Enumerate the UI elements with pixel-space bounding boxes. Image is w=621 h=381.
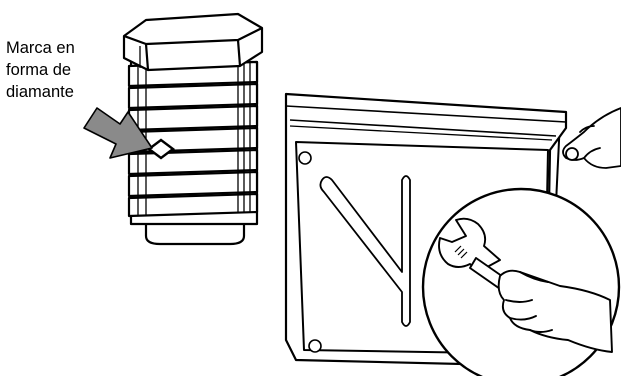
callout-label-line-2: forma de [6,60,71,80]
leveling-leg-icon [124,14,262,244]
hand-icon [563,108,621,168]
callout-label-line-1: Marca en [6,38,75,58]
callout-label-line-3: diamante [6,82,74,102]
